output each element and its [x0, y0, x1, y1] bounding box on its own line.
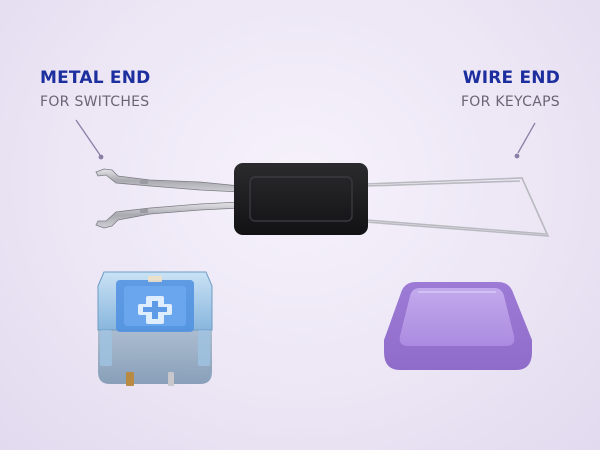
mechanical-switch — [97, 271, 213, 386]
switch-stem-icon — [138, 296, 172, 324]
keycap — [384, 282, 532, 370]
wire-end-subtitle: FOR KEYCAPS — [460, 94, 560, 110]
switch-pin — [126, 372, 134, 386]
wire-end-title: WIRE END — [462, 68, 560, 88]
metal-end-subtitle: FOR SWITCHES — [40, 94, 150, 110]
grip-inset — [249, 176, 353, 222]
rivet-icon — [140, 209, 148, 213]
tool-grip — [234, 163, 368, 235]
pointer-metal-end — [75, 119, 104, 160]
rivet-icon — [140, 180, 148, 184]
metal-end-title: METAL END — [40, 68, 151, 88]
switch-pin — [168, 372, 174, 386]
metal-prongs — [95, 168, 241, 229]
wire-end-label: WIRE END FOR KEYCAPS — [460, 68, 560, 110]
metal-end-label: METAL END FOR SWITCHES — [40, 68, 151, 110]
keycap-puller-tool — [95, 163, 550, 237]
wire-loop — [365, 177, 550, 237]
pointer-wire-end — [514, 122, 536, 159]
